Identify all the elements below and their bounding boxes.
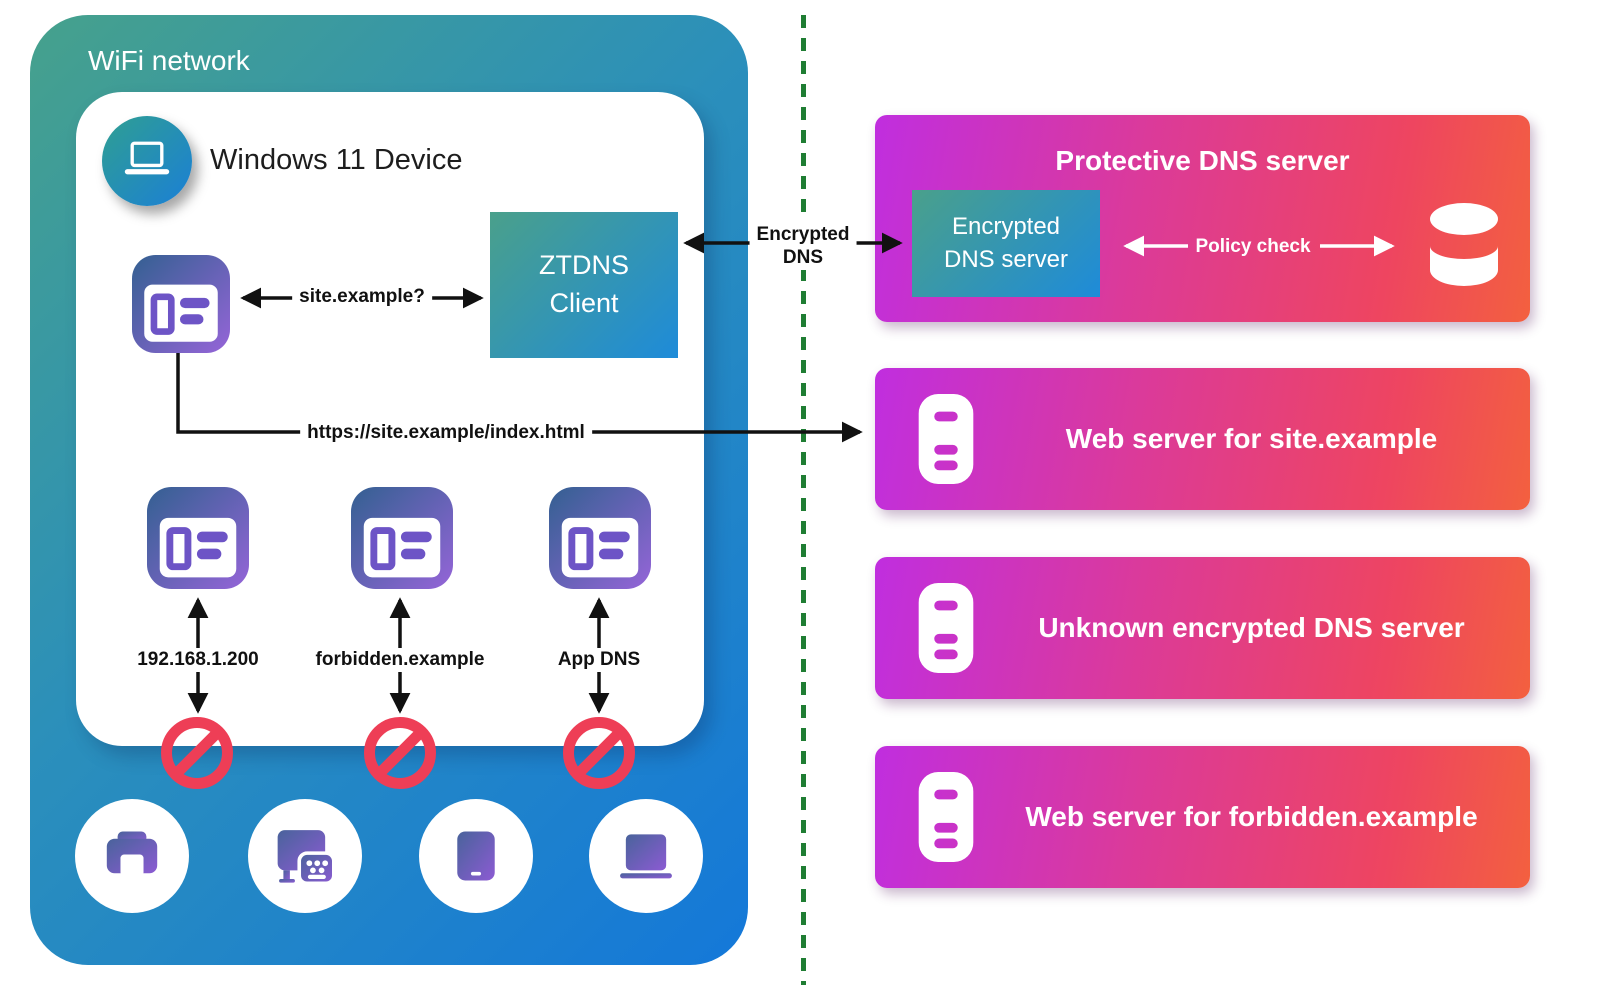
web-server-site-example-label: Web server for site.example <box>1065 423 1438 454</box>
protective-dns-title: Protective DNS server <box>1055 145 1350 176</box>
laptop-device <box>589 799 703 913</box>
blocked-domain-label: forbidden.example <box>308 648 492 672</box>
blocked-appdns-label: App DNS <box>550 648 648 672</box>
protective-dns-server-box: Protective DNS server Encrypted DNS serv… <box>875 115 1530 322</box>
encrypted-dns-server-line1: Encrypted <box>951 213 1061 241</box>
encrypted-dns-server-box: Encrypted DNS server <box>912 190 1100 297</box>
ztdns-client-box: ZTDNS Client <box>490 212 678 358</box>
prohibition-icon <box>161 717 233 789</box>
encrypted-dns-line2: DNS <box>782 247 824 268</box>
server-icon <box>918 583 974 673</box>
browser-window-icon <box>132 255 230 353</box>
database-icon <box>1428 202 1500 294</box>
url-label: https://site.example/index.html <box>300 421 592 445</box>
wifi-network-label: WiFi network <box>88 45 250 76</box>
printer-device <box>75 799 189 913</box>
encrypted-dns-server-line2: DNS server <box>943 245 1069 273</box>
unknown-encrypted-dns-server-box: Unknown encrypted DNS server <box>875 557 1530 699</box>
desktop-keypad-icon <box>269 820 341 892</box>
tablet-device <box>419 799 533 913</box>
network-boundary-dashed-line <box>801 15 806 985</box>
policy-check-label: Policy check <box>1195 236 1311 257</box>
windows-device-title: Windows 11 Device <box>210 144 463 176</box>
laptop-icon <box>102 116 192 206</box>
web-server-site-example-box: Web server for site.example <box>875 368 1530 510</box>
web-server-forbidden-example-box: Web server for forbidden.example <box>875 746 1530 888</box>
server-icon <box>918 772 974 862</box>
site-query-label: site.example? <box>292 285 432 309</box>
encrypted-dns-line1: Encrypted <box>756 224 850 245</box>
prohibition-icon <box>563 717 635 789</box>
web-server-forbidden-example-label: Web server for forbidden.example <box>1025 801 1478 832</box>
prohibition-icon <box>364 717 436 789</box>
browser-window-icon <box>147 487 249 589</box>
unknown-encrypted-dns-server-label: Unknown encrypted DNS server <box>1038 612 1465 643</box>
browser-window-icon <box>549 487 651 589</box>
laptop-icon <box>610 820 682 892</box>
tablet-icon <box>440 820 512 892</box>
ztdns-client-line2: Client <box>549 288 619 318</box>
server-icon <box>918 394 974 484</box>
browser-window-icon <box>351 487 453 589</box>
desktop-keypad-device <box>248 799 362 913</box>
encrypted-dns-label: Encrypted DNS <box>749 222 857 270</box>
blocked-ip-label: 192.168.1.200 <box>130 648 266 672</box>
wifi-network-zone: WiFi network Windows 11 Device ZTDNS Cli… <box>30 15 748 965</box>
printer-icon <box>96 820 168 892</box>
ztdns-client-line1: ZTDNS <box>539 250 629 281</box>
